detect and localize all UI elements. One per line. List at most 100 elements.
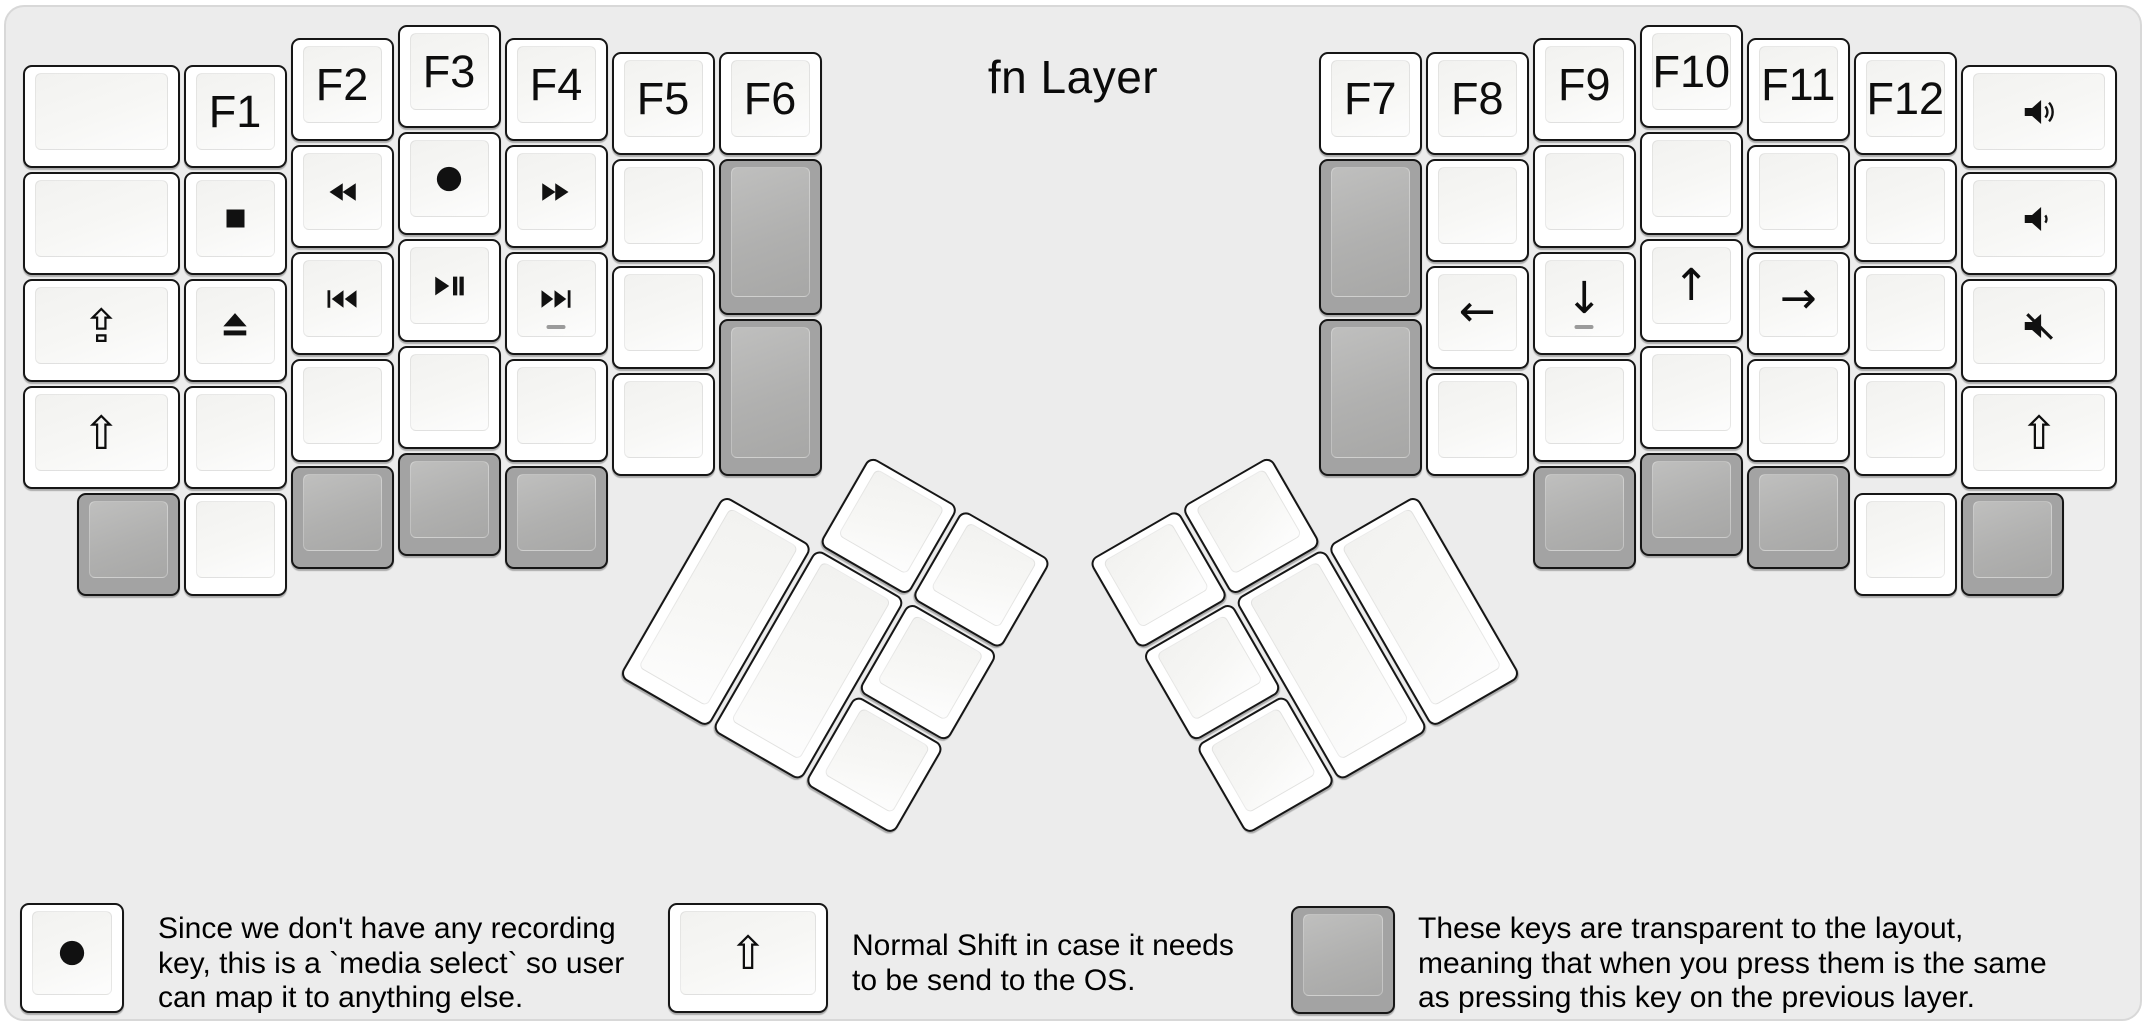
keycap-surface: [1972, 180, 2106, 258]
keycap-surface: F3: [409, 33, 489, 110]
key-f1: F1: [183, 65, 287, 169]
legend-key-shift: ⇧: [668, 903, 828, 1013]
keycap-surface: [1330, 166, 1410, 298]
key-right-bottom-4: [1853, 493, 1957, 597]
keycap-surface: [1544, 367, 1624, 445]
keycap-surface: [195, 394, 275, 472]
keycap-surface: [516, 474, 596, 552]
keycap-surface: F2: [302, 46, 382, 124]
keycap-surface: [1865, 166, 1945, 244]
play-pause-icon: [430, 271, 468, 301]
next-track-icon: [536, 284, 576, 314]
key-right-r3c2-blank: [1853, 265, 1957, 369]
keycap-surface: [623, 273, 703, 351]
arrow-up-icon: ↑: [1672, 259, 1710, 311]
homing-bar: [1574, 325, 1594, 330]
caps-lock-icon: ⇪: [81, 298, 121, 353]
fast-forward-icon: [537, 177, 575, 207]
key-next-track: [504, 252, 608, 356]
key-eject: [183, 279, 287, 383]
keycap-surface: [1972, 287, 2106, 365]
keycap-surface: [88, 501, 168, 579]
keycap-surface: [1865, 380, 1945, 458]
key-volume-up: [1960, 65, 2118, 169]
key-left-bottom-3: [290, 466, 394, 570]
key-f3: F3: [397, 25, 501, 128]
key-shift-left: ⇧: [23, 386, 180, 490]
key-label: F1: [208, 86, 262, 138]
keycap-surface: ⇧: [680, 911, 816, 995]
key-right-inner-top: [1318, 158, 1422, 316]
keycap-surface: [195, 287, 275, 365]
keycap-surface: ↓: [1544, 260, 1624, 338]
key-f9: F9: [1532, 38, 1636, 142]
legend-text-line: as pressing this key on the previous lay…: [1418, 981, 1975, 1014]
legend-key-record: [20, 903, 124, 1013]
key-label: F9: [1558, 59, 1611, 111]
keycap-surface: F6: [730, 59, 810, 137]
key-label: F4: [529, 59, 583, 111]
key-stop: [183, 172, 287, 276]
keycap-surface: [409, 140, 489, 217]
key-label: F8: [1451, 72, 1504, 124]
shift-icon: ⇧: [728, 926, 768, 980]
keycap-surface: [516, 260, 596, 338]
legend-text-3: These keys are transparent to the layout…: [1418, 912, 2047, 1016]
keycap-surface: F8: [1437, 59, 1517, 137]
keycap-surface: F1: [195, 73, 275, 151]
keycap-surface: F11: [1758, 46, 1838, 124]
keycap-surface: [302, 260, 382, 338]
record-icon: [431, 161, 467, 197]
key-left-r4c2-blank: [183, 386, 287, 490]
keycap-surface: [623, 166, 703, 244]
key-left-inner-bottom: [718, 319, 822, 476]
keycap-surface: [302, 474, 382, 552]
keycap-surface: [32, 911, 112, 995]
key-left-bottom-1: [76, 493, 180, 597]
key-f4: F4: [504, 38, 608, 142]
page-title: fn Layer: [987, 51, 1159, 103]
key-arrow-up: ↑: [1639, 239, 1743, 342]
stop-icon: [222, 205, 249, 232]
keycap-surface: [516, 153, 596, 231]
keycap-surface: [1330, 327, 1410, 458]
key-left-inner-top: [718, 158, 822, 316]
key-right-bottom-3: [1746, 466, 1850, 570]
legend-text-line: to be send to the OS.: [852, 963, 1136, 997]
key-prev-track: [290, 252, 394, 356]
key-left-r4c3-blank: [290, 359, 394, 463]
key-f11: F11: [1746, 38, 1850, 142]
key-label: F10: [1652, 46, 1731, 97]
keycap-surface: F7: [1330, 59, 1410, 137]
key-label: F6: [743, 72, 797, 124]
rewind-icon: [323, 177, 361, 207]
record-icon: [54, 935, 90, 971]
keycap-surface: [195, 180, 275, 258]
key-right-r2c5-blank: [1532, 145, 1636, 249]
keycap-surface: [1651, 140, 1731, 217]
legend-key-transparent: [1291, 906, 1395, 1014]
keycap-surface: ⇧: [1972, 394, 2106, 472]
key-f5: F5: [611, 51, 715, 155]
keycap-surface: ←: [1437, 273, 1517, 351]
key-right-r4c6-blank: [1425, 372, 1529, 476]
key-left-bottom-5: [504, 466, 608, 570]
shift-icon: ⇧: [81, 405, 121, 460]
key-arrow-right: →: [1746, 252, 1850, 356]
arrow-down-icon: ↓: [1565, 272, 1603, 324]
key-left-r4c6-blank: [611, 372, 715, 476]
keycap-surface: [1865, 273, 1945, 351]
mute-icon: [2018, 308, 2060, 344]
keycap-surface: [35, 73, 168, 151]
key-f10: F10: [1639, 25, 1743, 128]
legend-text-line: Since we don't have any recording: [158, 912, 616, 945]
keycap-surface: [1865, 501, 1945, 579]
key-right-inner-bottom: [1318, 319, 1422, 476]
shift-icon: ⇧: [2019, 405, 2059, 460]
key-left-r4c4-blank: [397, 346, 501, 449]
keycap-surface: [409, 247, 489, 324]
key-right-bottom-2: [1639, 453, 1743, 556]
